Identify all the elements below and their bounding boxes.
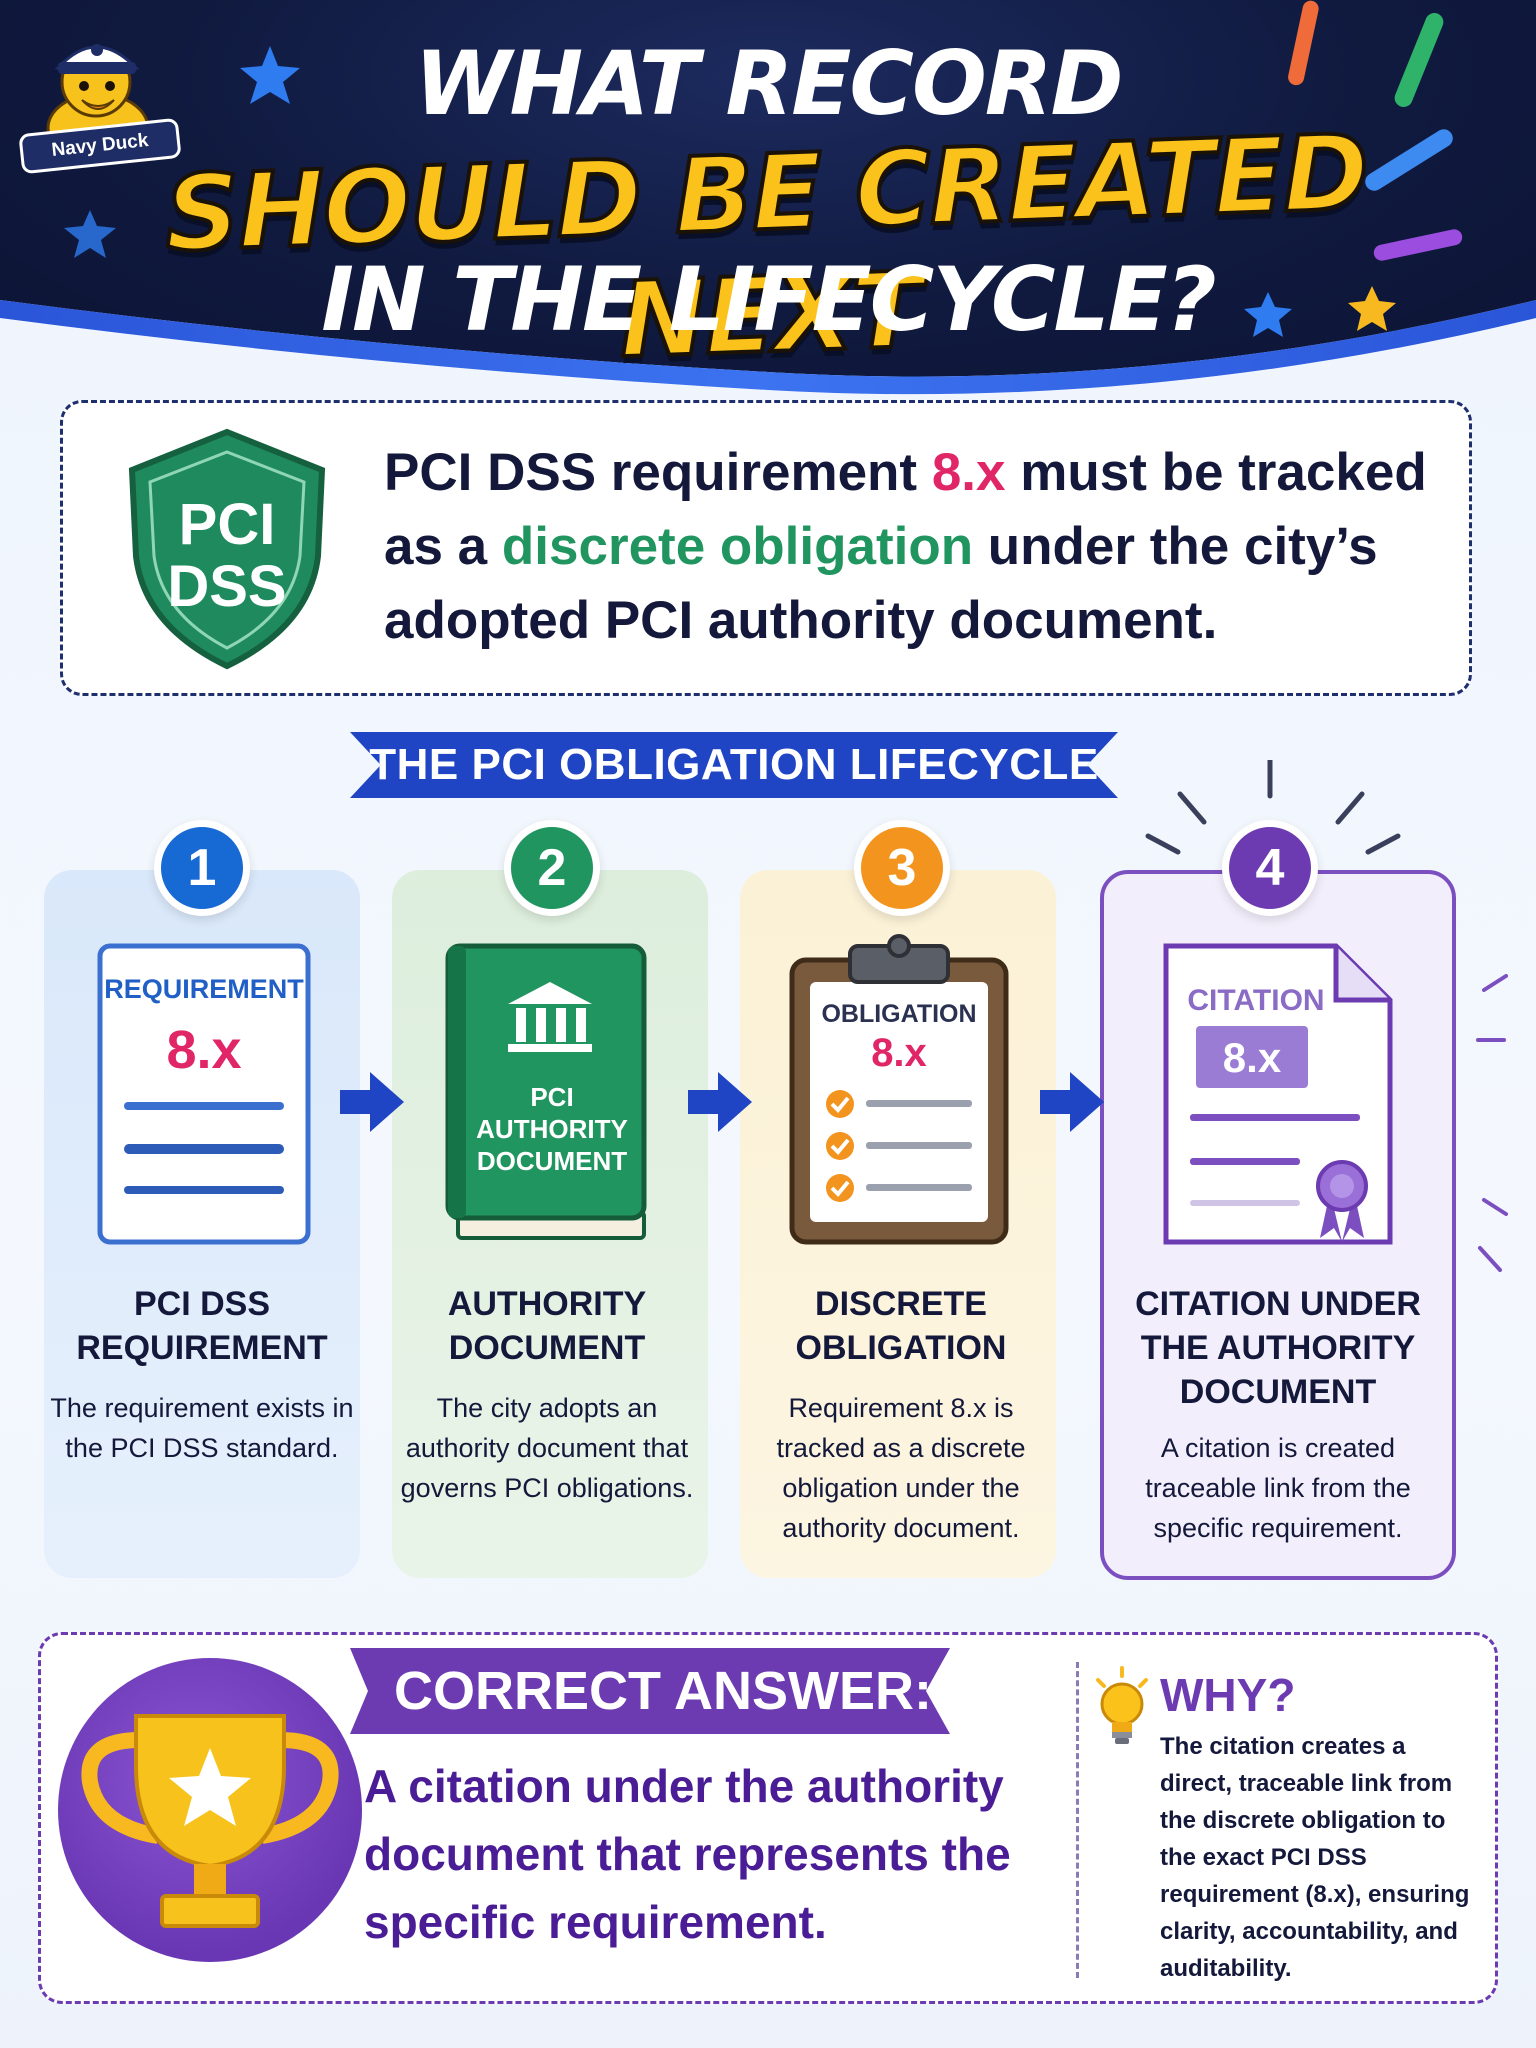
citation-value: 8.x <box>1223 1034 1282 1081</box>
book-label-line-2: AUTHORITY <box>476 1114 628 1144</box>
book-label-line-1: PCI <box>530 1082 573 1112</box>
shield-line-1: PCI <box>179 492 276 557</box>
bank-building-icon <box>508 982 592 1052</box>
clipboard-icon: OBLIGATION 8.x <box>789 934 1009 1245</box>
step-description-1: The requirement exists in the PCI DSS st… <box>50 1393 354 1463</box>
step-number-2: 2 <box>504 820 600 916</box>
citation-label: CITATION <box>1187 984 1324 1017</box>
step-title-1: PCI DSS REQUIREMENT <box>76 1285 328 1367</box>
statement-text: PCI DSS requirement 8.x must be tracked … <box>384 436 1454 658</box>
arrow-right-icon <box>688 1072 752 1132</box>
book-label-line-3: DOCUMENT <box>477 1146 627 1176</box>
title-line-1: WHAT RECORD <box>414 32 1123 135</box>
obligation-label: OBLIGATION <box>821 1000 976 1028</box>
shield-icon: PCI DSS <box>128 428 326 670</box>
statement-part-1: PCI DSS requirement <box>384 443 932 502</box>
highlight-burst <box>1145 760 1508 1272</box>
trophy-icon <box>81 1714 339 1928</box>
checkmark-icon <box>826 1090 972 1202</box>
step-description-4: A citation is created traceable link fro… <box>1145 1433 1411 1543</box>
step-number-3: 3 <box>854 820 950 916</box>
step-description-2: The city adopts an authority document th… <box>400 1393 694 1503</box>
header-decoration <box>64 0 1463 337</box>
step-title-4: CITATION UNDER THE AUTHORITY DOCUMENT <box>1135 1285 1421 1411</box>
step-description-3: Requirement 8.x is tracked as a discrete… <box>776 1393 1026 1543</box>
obligation-value: 8.x <box>871 1031 927 1075</box>
arrow-right-icon <box>340 1072 404 1132</box>
certificate-icon: CITATION 8.x <box>1163 943 1393 1245</box>
lightbulb-icon <box>1096 1666 1148 1744</box>
ribbon-seal-icon <box>1316 1160 1368 1242</box>
arrow-right-icon <box>1040 1072 1104 1132</box>
step-title-2: AUTHORITY DOCUMENT <box>447 1285 647 1367</box>
title-line-3: IN THE LIFECYCLE? <box>321 248 1216 351</box>
correct-answer-banner: CORRECT ANSWER: <box>350 1648 950 1734</box>
statement-part-2: must be tracked as a <box>384 443 1427 576</box>
why-title: WHY? <box>1160 1669 1296 1721</box>
shield-line-2: DSS <box>167 554 286 619</box>
correct-answer-text: A citation under the authority document … <box>364 1760 1011 1948</box>
book-icon: PCI AUTHORITY DOCUMENT <box>445 943 647 1240</box>
document-icon: REQUIREMENT 8.x <box>97 943 311 1245</box>
requirement-label: REQUIREMENT <box>104 974 304 1004</box>
why-divider <box>1076 1662 1079 1978</box>
star-icon <box>169 1748 251 1826</box>
requirement-value: 8.x <box>166 1020 241 1080</box>
statement-highlight-requirement: 8.x <box>931 443 1006 502</box>
lifecycle-banner: THE PCI OBLIGATION LIFECYCLE <box>350 732 1118 798</box>
step-number-1: 1 <box>154 820 250 916</box>
step-number-4: 4 <box>1222 820 1318 916</box>
statement-highlight-obligation: discrete obligation <box>501 517 974 576</box>
statement-part-3: under the city’s adopted PCI authority d… <box>384 517 1378 650</box>
step-title-3: DISCRETE OBLIGATION <box>795 1285 1007 1367</box>
why-text: The citation creates a direct, traceable… <box>1160 1733 1470 1982</box>
